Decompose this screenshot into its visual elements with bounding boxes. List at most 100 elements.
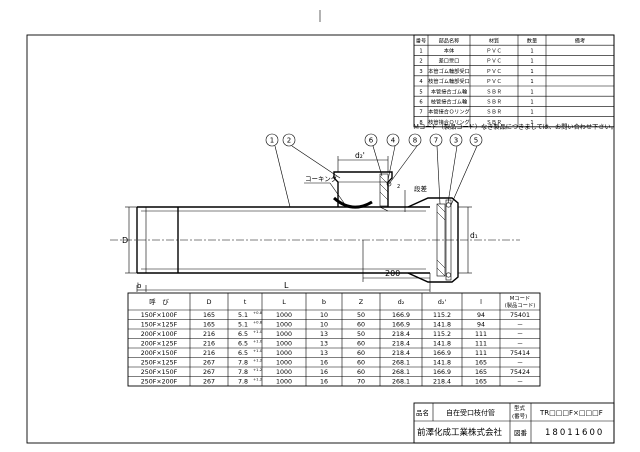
spec-cell: 150F×125F <box>141 322 178 329</box>
parts-cell: 3 <box>419 69 422 75</box>
spec-cell: 75401 <box>510 312 530 319</box>
sheet-border <box>26 34 615 444</box>
spec-cell: 218.4 <box>392 331 410 338</box>
parts-cell: 1 <box>530 120 533 126</box>
spec-cell: 13 <box>320 350 328 357</box>
callout-number: 6 <box>369 137 374 145</box>
spec-cell: 218.4 <box>433 379 451 386</box>
parts-cell: 2 <box>419 59 422 65</box>
parts-cell: 4 <box>419 79 423 85</box>
spec-tolerance: +1.2 <box>253 377 263 382</box>
branch-o-ring <box>386 181 392 187</box>
spec-cell: 13 <box>320 331 328 338</box>
spec-cell: 165 <box>475 379 487 386</box>
spec-cell: 10 <box>320 312 328 319</box>
parts-cell: 1 <box>530 89 533 95</box>
spec-cell: 216 <box>203 341 215 348</box>
spec-cell: － <box>517 322 523 329</box>
spec-cell: 1000 <box>276 350 292 357</box>
spec-cell: 60 <box>357 369 365 376</box>
spec-cell: 94 <box>477 312 485 319</box>
hatch <box>436 203 446 213</box>
parts-cell: 本体 <box>444 47 455 55</box>
parts-cell: 1 <box>419 49 422 55</box>
spec-cell: － <box>517 360 523 367</box>
caulking-bead <box>333 196 373 209</box>
spec-cell: 165 <box>203 322 215 329</box>
callout-leader <box>447 145 458 204</box>
spec-cell: 218.4 <box>392 341 410 348</box>
D-label: D <box>122 236 128 245</box>
spec-cell: 250F×125F <box>141 360 178 367</box>
spec-cell: － <box>517 331 523 338</box>
spec-cell: 6.5 <box>238 331 248 338</box>
parts-cell: ＳＢＲ <box>486 100 502 106</box>
spec-cell: 6.5 <box>238 341 248 348</box>
parts-header-cell: 備考 <box>575 36 585 44</box>
callout-leader <box>387 145 396 181</box>
spec-cell: 111 <box>475 341 487 348</box>
parts-header-cell: 材質 <box>489 36 499 44</box>
spec-cell: － <box>517 379 523 386</box>
main-socket <box>407 197 459 283</box>
spec-cell: 166.9 <box>392 322 410 329</box>
spec-cell: 10 <box>320 322 328 329</box>
spec-cell: 5.1 <box>238 322 248 329</box>
spec-cell: 165 <box>203 312 215 319</box>
branch-step <box>379 206 389 212</box>
callout-number: 1 <box>270 137 274 145</box>
parts-cell: ＳＢＲ <box>486 110 502 116</box>
callout-number: 4 <box>391 137 396 145</box>
spec-cell: 1000 <box>276 379 292 386</box>
spec-cell: 268.1 <box>392 360 410 367</box>
spec-tolerance: +1.0 <box>253 339 263 344</box>
spec-header-cell: Mコード <box>510 295 530 302</box>
spec-cell: 200F×100F <box>141 331 178 338</box>
callout-bubble <box>469 133 483 147</box>
drawing-number: 18011600 <box>545 428 604 438</box>
parts-note: Ｍコード（製品コード）なき製品につきましては、お問い合わせ下さい。 <box>413 123 617 131</box>
spec-cell: 75424 <box>510 369 530 376</box>
spec-header-cell: 呼 び <box>149 297 169 306</box>
spec-cell: 1000 <box>276 369 292 376</box>
parts-cell: 1 <box>530 49 533 55</box>
callout-leader <box>372 145 383 177</box>
spec-cell: 150F×100F <box>141 312 178 319</box>
spec-cell: 268.1 <box>392 379 410 386</box>
company-name: 前澤化成工業株式会社 <box>417 427 503 438</box>
spec-cell: 141.8 <box>433 360 451 367</box>
spec-tolerance: +0.8 <box>253 320 263 325</box>
caulking-label: コーキング <box>305 174 338 183</box>
spec-header-cell: Z <box>359 298 364 306</box>
callout-leader <box>388 145 418 185</box>
b-label: b <box>137 282 142 290</box>
spec-header-cell: l <box>480 298 482 306</box>
spec-cell: 60 <box>357 360 365 367</box>
parts-table-frame <box>413 34 615 128</box>
parts-cell: ＳＢＲ <box>486 120 502 126</box>
spec-cell: 94 <box>477 322 485 329</box>
spec-cell: 60 <box>357 322 365 329</box>
parts-cell: 本管ゴム輪部受口 <box>428 67 470 75</box>
spec-cell: 75414 <box>510 350 530 357</box>
spec-cell: 13 <box>320 341 328 348</box>
spec-cell: 218.4 <box>392 350 410 357</box>
drawing-number-label: 図番 <box>514 429 528 437</box>
callout-leader <box>274 145 291 208</box>
parts-cell: ＰＶＣ <box>486 59 502 65</box>
product-name-label: 品名 <box>416 408 429 417</box>
spec-cell: 7.8 <box>238 360 248 367</box>
parts-cell: 枝管接合Ｏリング <box>428 118 470 126</box>
parts-header-cell: 数量 <box>527 36 537 44</box>
callout-bubble <box>364 133 378 147</box>
title-block: 品名 自在受口枝付管 型式 (番号) TR□□□F×□□□F 前澤化成工業株式会… <box>413 402 615 444</box>
spec-tolerance: +1.2 <box>253 358 263 363</box>
spec-cell: 200F×150F <box>141 350 178 357</box>
spec-cell: 267 <box>203 360 215 367</box>
caulking-leader <box>329 182 345 204</box>
spec-tolerance: +1.0 <box>253 329 263 334</box>
spec-cell: 250F×150F <box>141 369 178 376</box>
parts-cell: 差口受口 <box>439 57 460 65</box>
spec-cell: 141.8 <box>433 322 451 329</box>
